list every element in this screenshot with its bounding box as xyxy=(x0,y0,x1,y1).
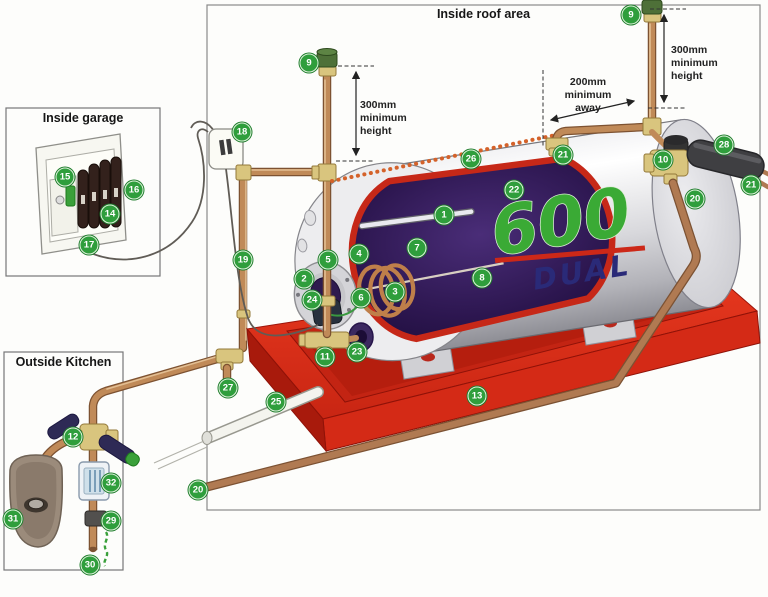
logo-underline xyxy=(494,245,646,264)
callout-marker-24: 24 xyxy=(302,290,322,310)
vacuum-breaker-left xyxy=(316,48,338,77)
callout-marker-9: 9 xyxy=(621,5,641,25)
callout-marker-8: 8 xyxy=(472,268,492,288)
callout-marker-12: 12 xyxy=(63,427,83,447)
vent-riser-left xyxy=(311,48,338,339)
callout-marker-19: 19 xyxy=(233,250,253,270)
callout-marker-20: 20 xyxy=(685,189,705,209)
callout-marker-6: 6 xyxy=(351,288,371,308)
dimension-right-300mm xyxy=(648,8,686,109)
garage-box xyxy=(5,107,161,277)
callout-marker-13: 13 xyxy=(467,386,487,406)
left-height-note: 300mm minimum height xyxy=(360,99,407,137)
callout-marker-25: 25 xyxy=(266,392,286,412)
callout-marker-27: 27 xyxy=(218,378,238,398)
vacuum-breaker-right xyxy=(641,0,663,23)
garage-distribution-board xyxy=(35,133,127,255)
callout-marker-5: 5 xyxy=(318,250,338,270)
callout-marker-20: 20 xyxy=(188,480,208,500)
callout-marker-28: 28 xyxy=(714,135,734,155)
callout-marker-23: 23 xyxy=(347,342,367,362)
right-height-note: 300mm minimum height xyxy=(671,44,718,82)
clearance-dotted-line xyxy=(330,133,558,183)
main-breaker-toggle xyxy=(65,185,76,207)
callout-marker-14: 14 xyxy=(100,204,120,224)
flow-indicator xyxy=(103,531,109,567)
callout-marker-3: 3 xyxy=(385,282,405,302)
callout-marker-21: 21 xyxy=(553,145,573,165)
callout-marker-29: 29 xyxy=(101,511,121,531)
callout-marker-16: 16 xyxy=(124,180,144,200)
element-cable xyxy=(225,168,319,337)
roof-area-box xyxy=(206,4,761,511)
callout-marker-30: 30 xyxy=(80,555,100,575)
drain-pipe xyxy=(198,178,701,493)
dimension-200mm-away xyxy=(542,70,636,148)
callout-marker-17: 17 xyxy=(79,235,99,255)
overflow-pipe xyxy=(153,386,324,470)
callout-marker-1: 1 xyxy=(434,205,454,225)
callout-marker-31: 31 xyxy=(3,509,23,529)
drain-basin xyxy=(9,454,64,548)
callout-marker-11: 11 xyxy=(315,347,335,367)
callout-marker-4: 4 xyxy=(349,244,369,264)
hot-water-pipework xyxy=(545,0,768,190)
callout-marker-10: 10 xyxy=(653,150,673,170)
away-note: 200mm minimum away xyxy=(564,76,612,114)
callout-marker-18: 18 xyxy=(232,122,252,142)
water-tank: 600 DUAL xyxy=(293,118,741,362)
callout-marker-21: 21 xyxy=(741,175,761,195)
tee-fitting xyxy=(215,348,244,364)
callout-marker-32: 32 xyxy=(101,473,121,493)
garage-label: Inside garage xyxy=(42,111,124,125)
callout-marker-15: 15 xyxy=(55,167,75,187)
callout-marker-26: 26 xyxy=(461,149,481,169)
callout-marker-2: 2 xyxy=(294,269,314,289)
pipe-end xyxy=(88,546,98,552)
tank-cutaway-interior xyxy=(348,155,616,343)
meter-dial xyxy=(55,195,65,205)
callout-marker-22: 22 xyxy=(504,180,524,200)
callout-marker-7: 7 xyxy=(407,238,427,258)
inline-filter xyxy=(78,461,110,501)
roof-area-label: Inside roof area xyxy=(436,7,531,21)
dimension-left-300mm xyxy=(336,65,374,162)
supply-cable xyxy=(87,128,209,261)
isolator-switch xyxy=(190,120,244,170)
tank-inlet xyxy=(298,322,374,357)
callout-marker-9: 9 xyxy=(299,53,319,73)
kitchen-label: Outside Kitchen xyxy=(15,355,112,369)
